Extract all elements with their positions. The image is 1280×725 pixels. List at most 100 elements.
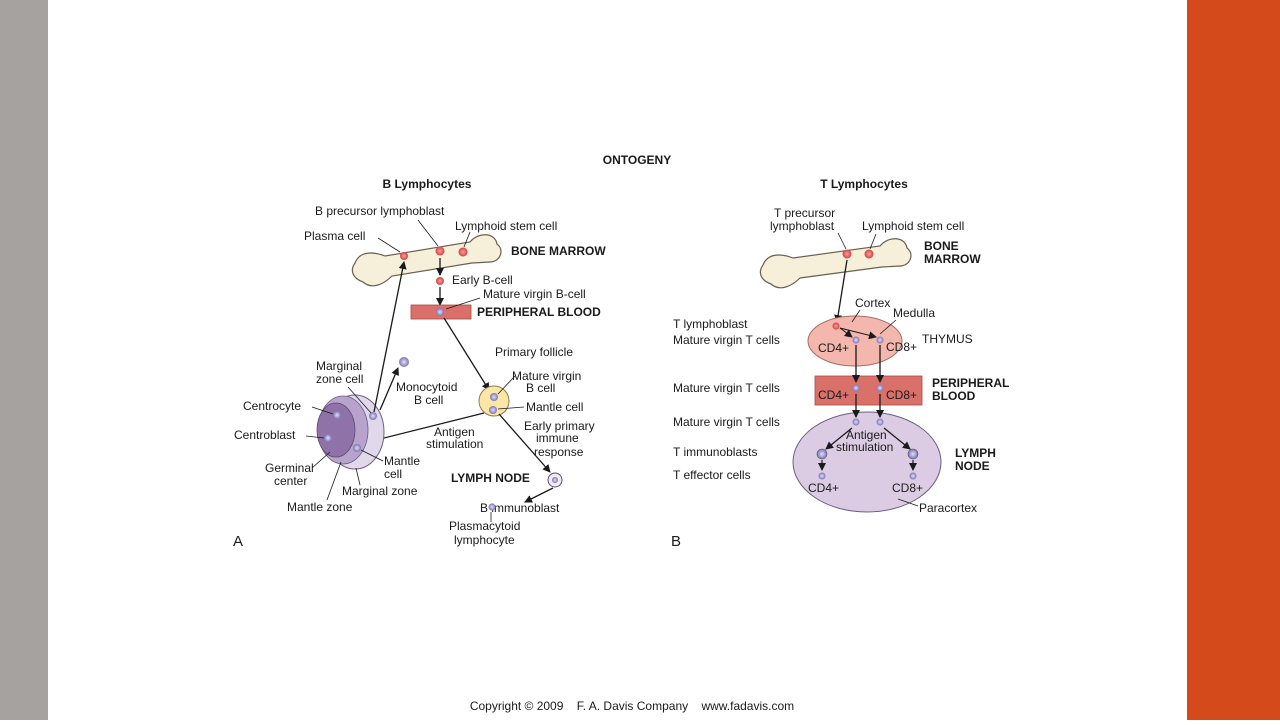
leader-line [851, 309, 861, 323]
label-mature-virgin-b: Mature virgin B-cell [483, 287, 586, 301]
label-cd4-blood: CD4+ [818, 388, 849, 402]
thymus-cd8-cell [876, 336, 884, 344]
arrow [839, 327, 877, 340]
arrow [379, 367, 399, 411]
copyright-footer: Copyright © 2009 F. A. Davis Company www… [470, 699, 794, 713]
stem-cell [864, 249, 874, 259]
germinal-center [316, 394, 385, 470]
leader-line [897, 498, 919, 507]
label-plasma-cell: Plasma cell [304, 229, 365, 243]
arrow [373, 261, 407, 413]
label-b-precursor: B precursor lymphoblast [315, 204, 445, 218]
label-peripheral-2: BLOOD [932, 389, 976, 403]
leader-line [879, 319, 897, 335]
arrow [498, 413, 551, 473]
panel-letter-b: B [671, 533, 681, 550]
label-cd8-thymus: CD8+ [886, 340, 917, 354]
plasma-cell-dot [400, 252, 408, 260]
label-t-antigen-2: stimulation [836, 440, 893, 454]
arrow [883, 427, 911, 450]
label-marginal-zone-cell-2: zone cell [316, 372, 363, 386]
t-precursor-cell [842, 249, 852, 259]
blood-cd8-cell [876, 384, 884, 392]
node-cd8-cell [876, 418, 884, 426]
leader-line [355, 467, 361, 486]
label-lymph-2: NODE [955, 459, 990, 473]
leader-line [360, 449, 384, 462]
label-centroblast: Centroblast [234, 428, 296, 442]
label-plasmacytoid-1: Plasmacytoid [449, 519, 520, 533]
peripheral-blood-band-t [814, 375, 923, 406]
label-mantle-cell-2a: Mantle [384, 454, 420, 468]
label-early-primary-3: response [534, 445, 584, 459]
label-mature-virgin-bcell-1: Mature virgin [512, 369, 581, 383]
arrow [524, 487, 554, 503]
label-thymus: THYMUS [922, 332, 973, 346]
label-t-effector: T effector cells [673, 468, 751, 482]
label-lymph-1: LYMPH [955, 446, 996, 460]
leader-line [417, 219, 439, 247]
label-bone-marrow: BONE MARROW [511, 244, 606, 258]
lymph-node-t [792, 411, 942, 513]
label-monocytoid-1: Monocytoid [396, 380, 457, 394]
label-t-stem-cell: Lymphoid stem cell [862, 219, 964, 233]
leader-line [497, 375, 516, 395]
leader-line [305, 435, 325, 439]
t-immunoblast-cd8 [907, 448, 919, 460]
label-mature-virgin-t-3: Mature virgin T cells [673, 415, 780, 429]
node-cd4-cell [852, 418, 860, 426]
follicle-cell [490, 393, 498, 401]
label-cd4-thymus: CD4+ [818, 341, 849, 355]
diagram-title: ONTOGENY [603, 153, 671, 167]
label-b-immunoblast: B immunoblast [480, 501, 560, 515]
label-germinal-2: center [274, 474, 307, 488]
label-mantle-cell: Mantle cell [526, 400, 583, 414]
label-t-precursor-1: T precursor [774, 206, 835, 220]
t-effector-cd4 [818, 472, 826, 480]
panel-letter-a: A [233, 533, 243, 550]
label-mantle-zone: Mantle zone [287, 500, 353, 514]
thymus-cd4-cell [852, 336, 860, 344]
label-mature-virgin-bcell-2: B cell [526, 381, 555, 395]
early-b-cell [436, 277, 444, 285]
leader-line [837, 232, 847, 250]
label-bone-1: BONE [924, 239, 959, 253]
arrow [839, 327, 853, 338]
leader-line [311, 406, 334, 415]
label-germinal-1: Germinal [265, 461, 314, 475]
label-mature-virgin-t-2: Mature virgin T cells [673, 381, 780, 395]
leader-line [377, 237, 401, 253]
label-bone-2: MARROW [924, 252, 981, 266]
t-panel-heading: T Lymphocytes [820, 177, 908, 191]
label-antigen-1: Antigen [434, 425, 475, 439]
bone-icon [759, 238, 912, 289]
leader-line [311, 451, 331, 469]
label-peripheral-1: PERIPHERAL [932, 376, 1009, 390]
label-early-b: Early B-cell [452, 273, 513, 287]
label-early-primary-1: Early primary [524, 419, 595, 433]
label-marginal-zone: Marginal zone [342, 484, 418, 498]
b-panel-heading: B Lymphocytes [383, 177, 472, 191]
arrow [443, 317, 490, 391]
label-antigen-2: stimulation [426, 437, 483, 451]
label-primary-follicle: Primary follicle [495, 345, 573, 359]
leader-line [445, 297, 481, 310]
leader-line [326, 461, 342, 501]
leader-line [497, 406, 525, 410]
arrow [834, 259, 848, 323]
leader-line [347, 386, 372, 414]
right-accent-bar [1187, 0, 1280, 720]
label-centrocyte: Centrocyte [243, 399, 301, 413]
slide: ONTOGENY B Lymphocytes B precursor lymph… [48, 0, 1187, 720]
label-t-lymphoblast: T lymphoblast [673, 317, 748, 331]
plasmacytoid-cell [488, 503, 496, 511]
left-accent-bar [0, 0, 48, 720]
arrow [825, 427, 853, 450]
label-paracortex: Paracortex [919, 501, 977, 515]
label-peripheral-blood: PERIPHERAL BLOOD [477, 305, 601, 319]
label-mature-virgin-t-1: Mature virgin T cells [673, 333, 780, 347]
ontogeny-diagram: ONTOGENY B Lymphocytes B precursor lymph… [233, 153, 1009, 713]
b-immunoblast-cell [552, 477, 558, 483]
follicle-cell [489, 406, 497, 414]
label-cd4-node: CD4+ [808, 481, 839, 495]
